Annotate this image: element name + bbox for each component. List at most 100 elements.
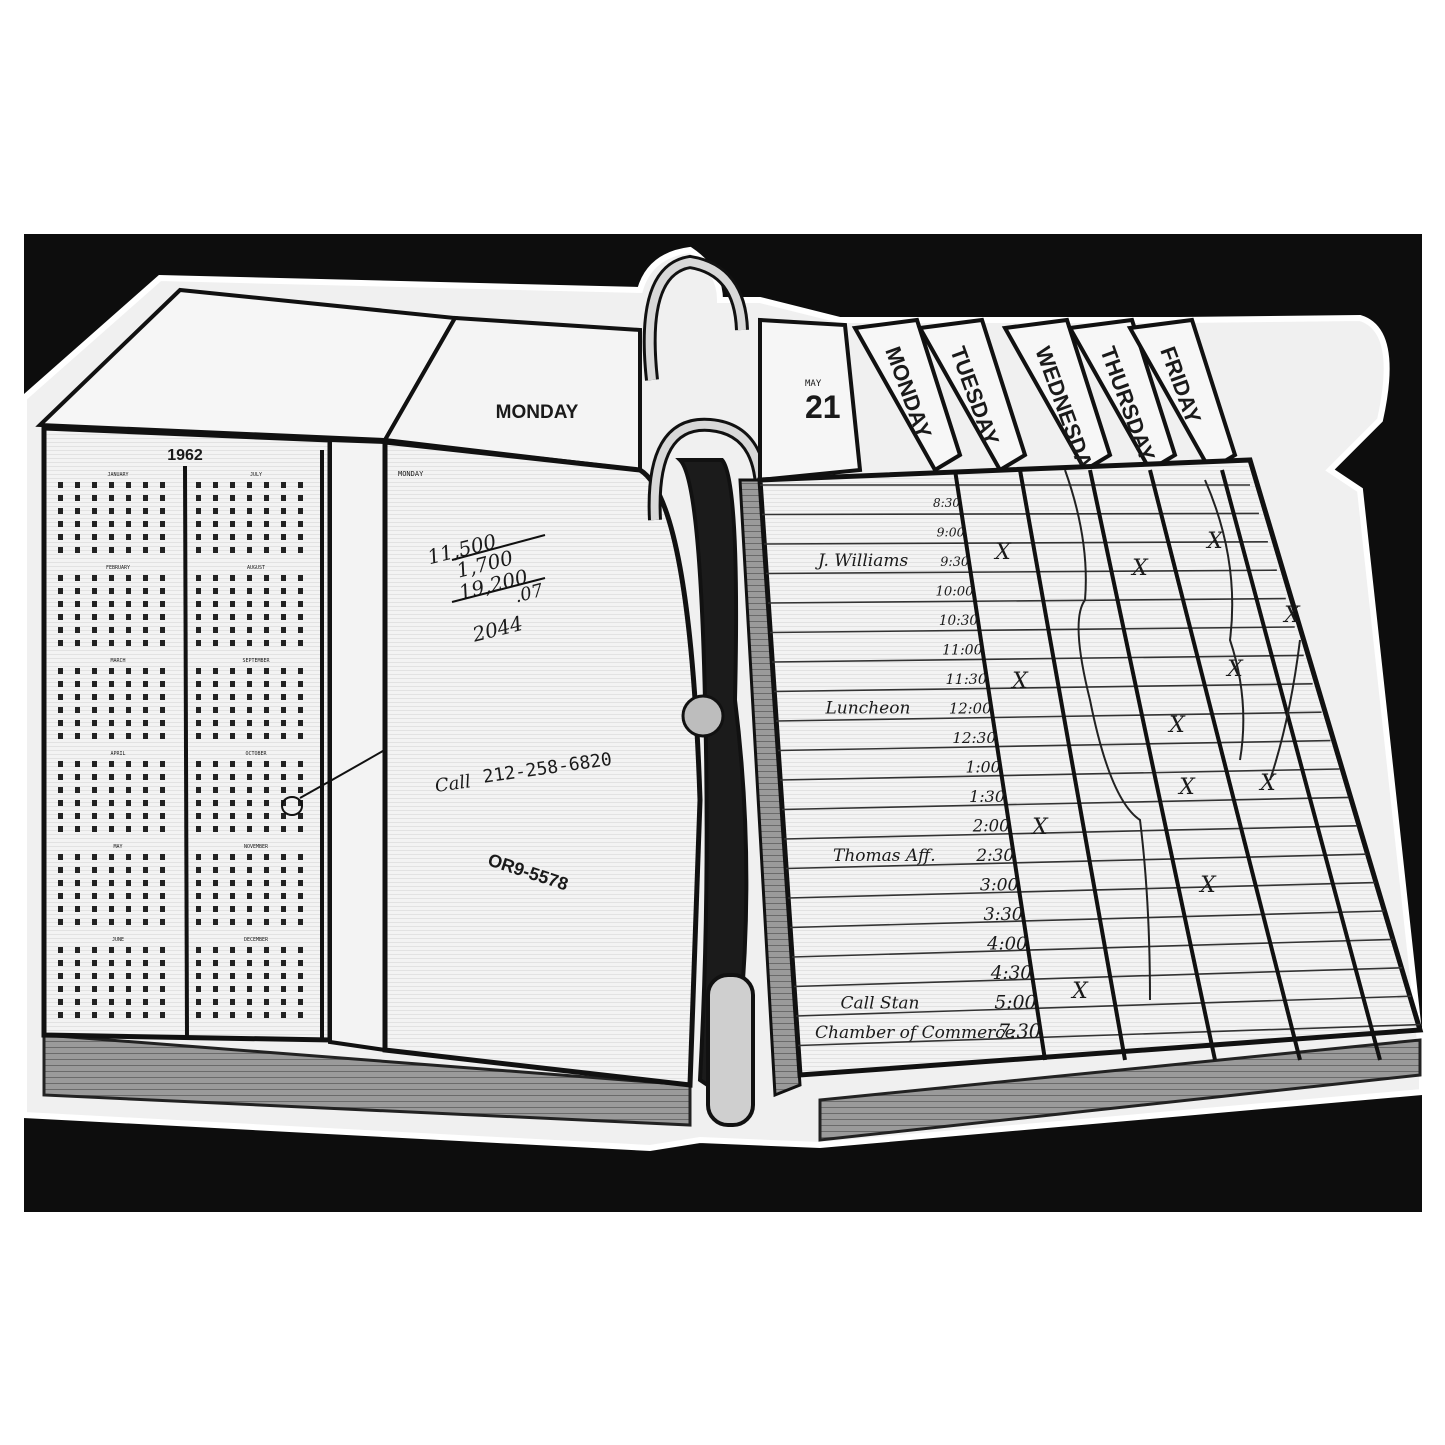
- calendar-day-cell: [196, 826, 201, 832]
- calendar-day-cell: [109, 508, 114, 514]
- calendar-day-cell: [126, 800, 131, 806]
- calendar-day-cell: [109, 588, 114, 594]
- calendar-day-cell: [143, 813, 148, 819]
- calendar-day-cell: [247, 800, 252, 806]
- calendar-day-cell: [264, 973, 269, 979]
- calendar-day-cell: [160, 986, 165, 992]
- calendar-day-cell: [75, 640, 80, 646]
- calendar-day-cell: [58, 761, 63, 767]
- calendar-day-cell: [160, 707, 165, 713]
- calendar-day-cell: [58, 681, 63, 687]
- calendar-day-cell: [298, 947, 303, 953]
- time-label: 9:30: [940, 555, 969, 570]
- calendar-day-cell: [126, 720, 131, 726]
- calendar-day-cell: [143, 707, 148, 713]
- day-tab: [1126, 317, 1238, 473]
- calendar-day-cell: [196, 668, 201, 674]
- month-name: MAY: [113, 844, 122, 850]
- day-tab: [1001, 317, 1113, 473]
- calendar-day-cell: [281, 640, 286, 646]
- calendar-day-cell: [213, 986, 218, 992]
- calendar-day-cell: [126, 973, 131, 979]
- calendar-day-cell: [247, 867, 252, 873]
- calendar-day-cell: [92, 906, 97, 912]
- calendar-day-cell: [126, 588, 131, 594]
- calendar-day-cell: [213, 640, 218, 646]
- calendar-day-cell: [109, 893, 114, 899]
- check-mark: X: [1030, 815, 1049, 840]
- calendar-day-cell: [213, 960, 218, 966]
- calendar-day-cell: [264, 867, 269, 873]
- calendar-day-cell: [247, 761, 252, 767]
- calendar-day-cell: [281, 681, 286, 687]
- calendar-day-cell: [247, 681, 252, 687]
- calendar-day-cell: [126, 627, 131, 633]
- calendar-day-cell: [213, 508, 218, 514]
- calendar-day-cell: [160, 534, 165, 540]
- calendar-day-cell: [281, 720, 286, 726]
- calendar-day-cell: [281, 521, 286, 527]
- calendar-day-cell: [264, 614, 269, 620]
- calendar-day-cell: [298, 681, 303, 687]
- calendar-day-cell: [247, 919, 252, 925]
- time-label: 11:30: [946, 672, 987, 688]
- calendar-day-cell: [160, 601, 165, 607]
- time-label: 1:00: [965, 759, 1000, 777]
- calendar-day-cell: [247, 601, 252, 607]
- calendar-day-cell: [230, 800, 235, 806]
- calendar-day-cell: [196, 973, 201, 979]
- calendar-day-cell: [247, 547, 252, 553]
- calendar-day-cell: [143, 588, 148, 594]
- calendar-day-cell: [298, 813, 303, 819]
- calendar-day-cell: [160, 787, 165, 793]
- calendar-day-cell: [143, 547, 148, 553]
- calendar-day-cell: [281, 867, 286, 873]
- calendar-day-cell: [109, 668, 114, 674]
- calendar-day-cell: [75, 547, 80, 553]
- calendar-day-cell: [196, 508, 201, 514]
- calendar-day-cell: [298, 787, 303, 793]
- calendar-day-cell: [281, 999, 286, 1005]
- calendar-day-cell: [75, 588, 80, 594]
- calendar-day-cell: [298, 482, 303, 488]
- schedule-rule: [791, 938, 1394, 958]
- calendar-day-cell: [126, 761, 131, 767]
- calendar-day-cell: [230, 614, 235, 620]
- calendar-day-cell: [75, 880, 80, 886]
- calendar-day-cell: [298, 919, 303, 925]
- squiggle-line-3: [1269, 639, 1301, 781]
- calendar-day-cell: [196, 761, 201, 767]
- calendar-day-cell: [109, 482, 114, 488]
- calendar-day-cell: [160, 694, 165, 700]
- calendar-day-cell: [230, 906, 235, 912]
- check-mark: X: [1258, 771, 1277, 796]
- check-mark: X: [1225, 657, 1244, 682]
- calendar-day-cell: [160, 681, 165, 687]
- month-name: AUGUST: [247, 565, 265, 571]
- calendar-day-cell: [143, 482, 148, 488]
- calendar-day-cell: [126, 601, 131, 607]
- calendar-day-cell: [230, 787, 235, 793]
- calendar-day-cell: [143, 787, 148, 793]
- calendar-day-cell: [160, 906, 165, 912]
- calendar-day-cell: [281, 761, 286, 767]
- calendar-day-cell: [264, 893, 269, 899]
- calendar-day-cell: [126, 893, 131, 899]
- calendar-day-cell: [143, 575, 148, 581]
- calendar-day-cell: [230, 919, 235, 925]
- calendar-day-cell: [213, 800, 218, 806]
- calendar-day-cell: [92, 534, 97, 540]
- calendar-day-cell: [160, 973, 165, 979]
- calendar-day-cell: [213, 614, 218, 620]
- calendar-day-cell: [230, 854, 235, 860]
- calendar-day-cell: [230, 588, 235, 594]
- calendar-day-cell: [58, 694, 63, 700]
- calendar-day-cell: [126, 774, 131, 780]
- calendar-day-cell: [230, 601, 235, 607]
- schedule-rule: [771, 654, 1304, 663]
- calendar-day-cell: [109, 575, 114, 581]
- calendar-day-cell: [143, 867, 148, 873]
- calendar-day-cell: [213, 826, 218, 832]
- calendar-day-cell: [213, 668, 218, 674]
- day-column-rule: [1018, 469, 1127, 1061]
